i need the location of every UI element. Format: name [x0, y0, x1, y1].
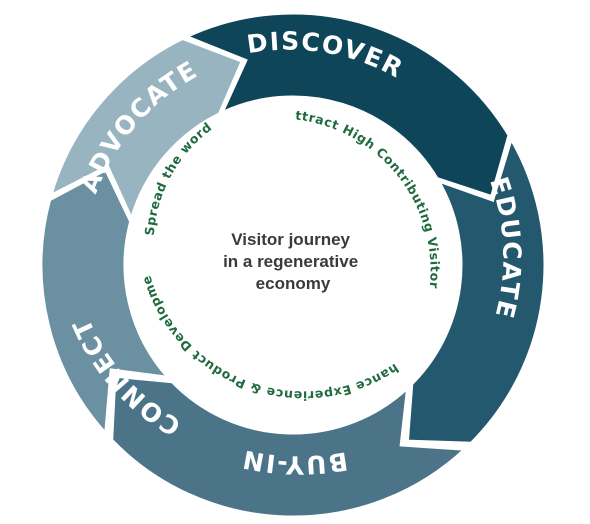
center-title: Visitor journey in a regenerative econom…	[223, 230, 363, 293]
buy-in-segment	[110, 374, 469, 519]
segment-group	[39, 11, 547, 519]
center-title-line-1: Visitor journey	[231, 230, 350, 249]
educate-segment	[405, 135, 547, 445]
discover-segment	[182, 11, 511, 199]
advocate-segment	[48, 36, 245, 224]
connect-segment	[39, 167, 173, 438]
center-title-line-2: in a regenerative	[223, 252, 358, 271]
center-title-line-3: economy	[256, 274, 331, 293]
